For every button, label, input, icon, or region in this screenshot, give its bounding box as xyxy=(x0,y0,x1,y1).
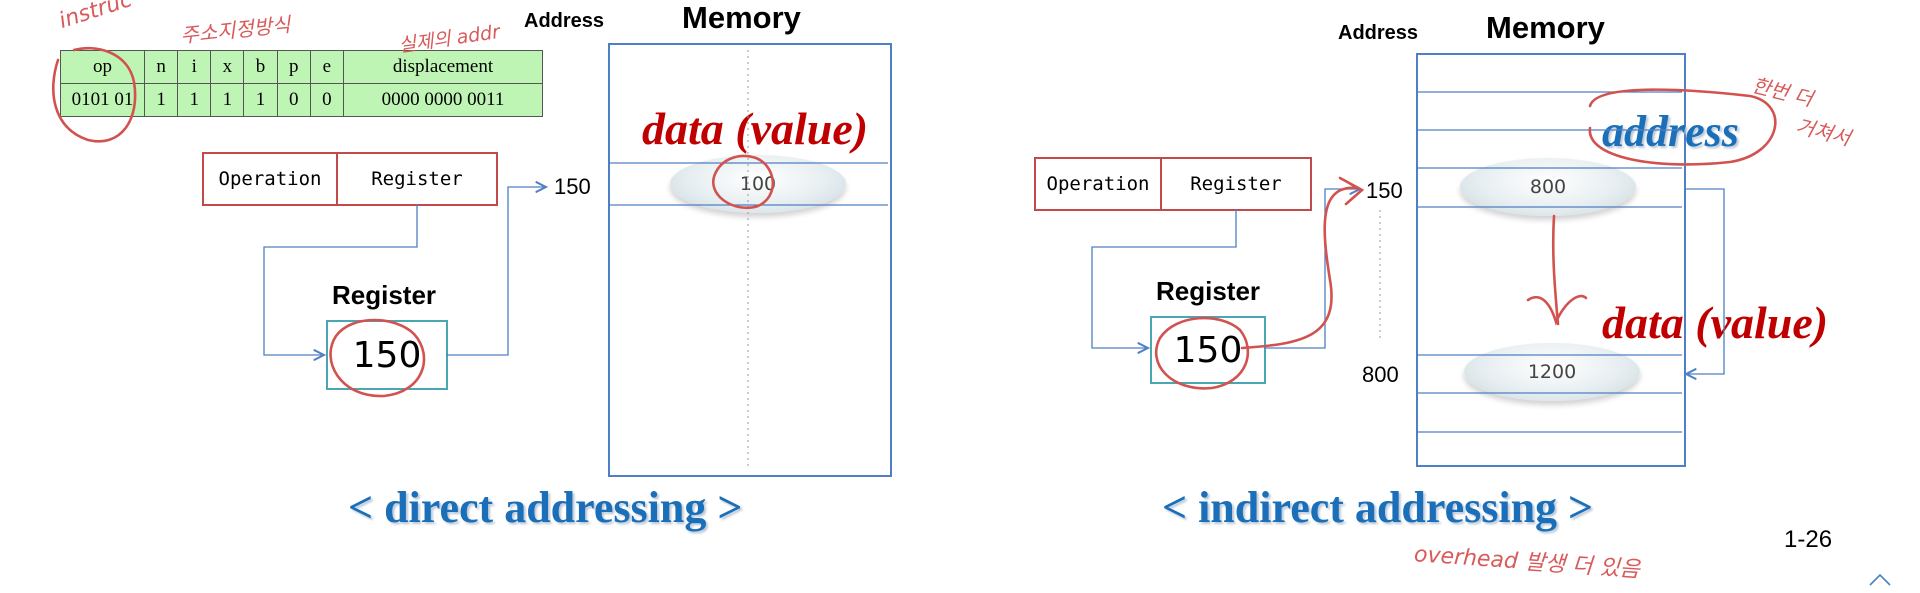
instruction-value-row: 0101 01 1 1 1 1 0 0 0000 0000 0011 xyxy=(60,83,543,117)
direct-memory-cell-100: 100 xyxy=(670,155,846,213)
arrowhead-150 xyxy=(1338,176,1365,206)
direct-memory-rows xyxy=(608,50,888,470)
table-cell-x: 1 xyxy=(210,83,245,117)
table-header-op: op xyxy=(60,50,145,84)
arrowhead-1200 xyxy=(1526,294,1588,326)
direct-data-value-label: data (value) xyxy=(642,103,869,154)
circle-direct-register xyxy=(329,318,426,398)
direct-address-title: Address xyxy=(524,10,605,32)
arrow-800-to-1200 xyxy=(1551,214,1560,326)
indirect-register-field: Register xyxy=(1190,173,1282,195)
chevron-up-icon[interactable] xyxy=(1869,573,1891,586)
table-cell-e: 0 xyxy=(309,83,345,117)
circle-address-label xyxy=(1588,88,1777,166)
table-header-x: x xyxy=(210,50,245,84)
indirect-register-title: Register xyxy=(1156,276,1261,306)
indirect-connector-lines xyxy=(1091,189,1725,374)
direct-register-title: Register xyxy=(332,280,437,310)
table-header-i: i xyxy=(177,50,212,84)
indirect-address-150: 150 xyxy=(1366,178,1403,203)
table-header-b: b xyxy=(243,50,278,84)
page-number: 1-26 xyxy=(1784,526,1833,553)
table-header-e: e xyxy=(309,50,345,84)
indirect-address-800: 800 xyxy=(1362,362,1399,387)
indirect-address-title: Address xyxy=(1338,22,1419,44)
indirect-instruction-box: Operation Register xyxy=(1034,157,1312,211)
indirect-memory-title: Memory xyxy=(1486,10,1605,45)
table-header-p: p xyxy=(276,50,311,84)
indirect-operation-field: Operation xyxy=(1036,159,1162,209)
table-cell-displacement: 0000 0000 0011 xyxy=(343,83,543,117)
table-cell-b: 1 xyxy=(243,83,278,117)
table-header-n: n xyxy=(143,50,179,84)
direct-register-box: 150 xyxy=(326,320,448,390)
circle-indirect-register xyxy=(1154,316,1250,390)
arrow-register-to-150 xyxy=(1240,186,1358,350)
direct-address-150: 150 xyxy=(554,174,591,199)
table-cell-op: 0101 01 xyxy=(60,83,145,117)
direct-memory-box xyxy=(608,43,892,477)
direct-connector-lines xyxy=(263,187,546,355)
direct-caption: < direct addressing > xyxy=(348,483,743,532)
direct-memory-title: Memory xyxy=(682,0,801,35)
indirect-memory-cell-1200: 1200 xyxy=(1464,343,1640,401)
circle-direct-cell xyxy=(712,154,775,209)
direct-instruction-box: Operation Register xyxy=(202,152,498,206)
indirect-memory-rows xyxy=(1379,91,1682,433)
circle-op-field xyxy=(52,46,137,143)
handwritten-circles xyxy=(52,46,1777,398)
indirect-data-value-label: data (value) xyxy=(1602,297,1829,348)
indirect-caption: < indirect addressing > xyxy=(1162,483,1594,532)
direct-operation-field: Operation xyxy=(204,154,338,204)
indirect-address-label: address xyxy=(1602,107,1739,156)
instruction-format-table: op n i x b p e displacement 0101 01 1 1 … xyxy=(60,50,543,117)
direct-register-field: Register xyxy=(371,168,463,190)
table-cell-i: 1 xyxy=(177,83,212,117)
